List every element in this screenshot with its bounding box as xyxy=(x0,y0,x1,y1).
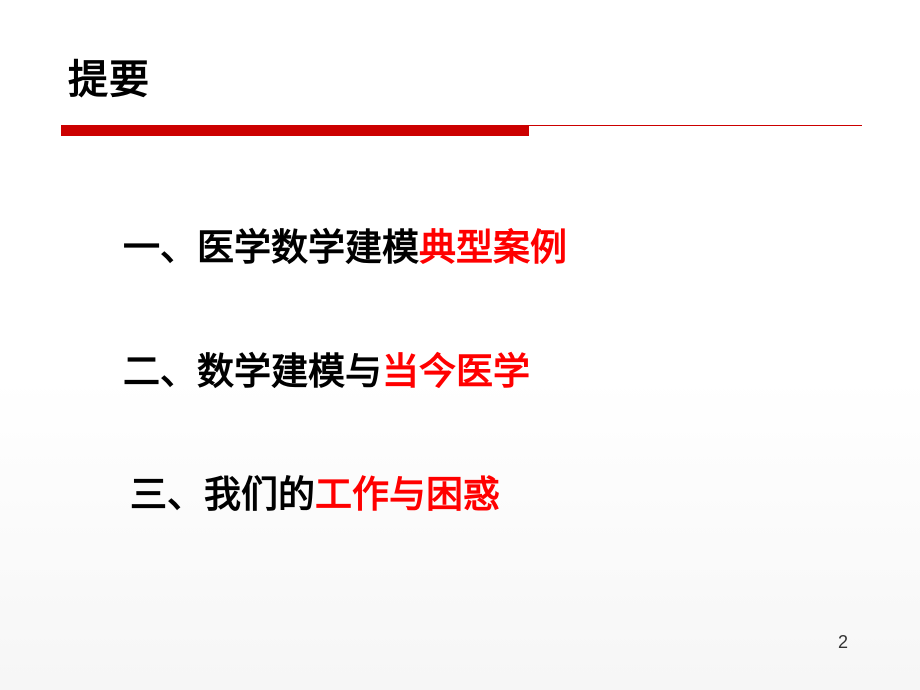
outline-item-3-prefix: 三、我们的 xyxy=(130,473,315,516)
outline-item-3-highlight: 工作与困惑 xyxy=(315,473,500,516)
outline-item-1-highlight: 典型案例 xyxy=(419,226,567,269)
slide-title: 提要 xyxy=(68,57,150,103)
outline-item-1-prefix: 一、医学数学建模 xyxy=(123,226,419,269)
outline-item-3: 三、我们的工作与困惑 xyxy=(130,473,500,517)
outline-item-2: 二、数学建模与当今医学 xyxy=(123,350,530,394)
outline-item-1: 一、医学数学建模典型案例 xyxy=(123,226,567,270)
page-number: 2 xyxy=(838,632,849,652)
title-underline-thick xyxy=(61,125,529,136)
outline-item-2-highlight: 当今医学 xyxy=(382,350,530,393)
outline-item-2-prefix: 二、数学建模与 xyxy=(123,350,382,393)
title-underline-thin xyxy=(529,125,862,126)
